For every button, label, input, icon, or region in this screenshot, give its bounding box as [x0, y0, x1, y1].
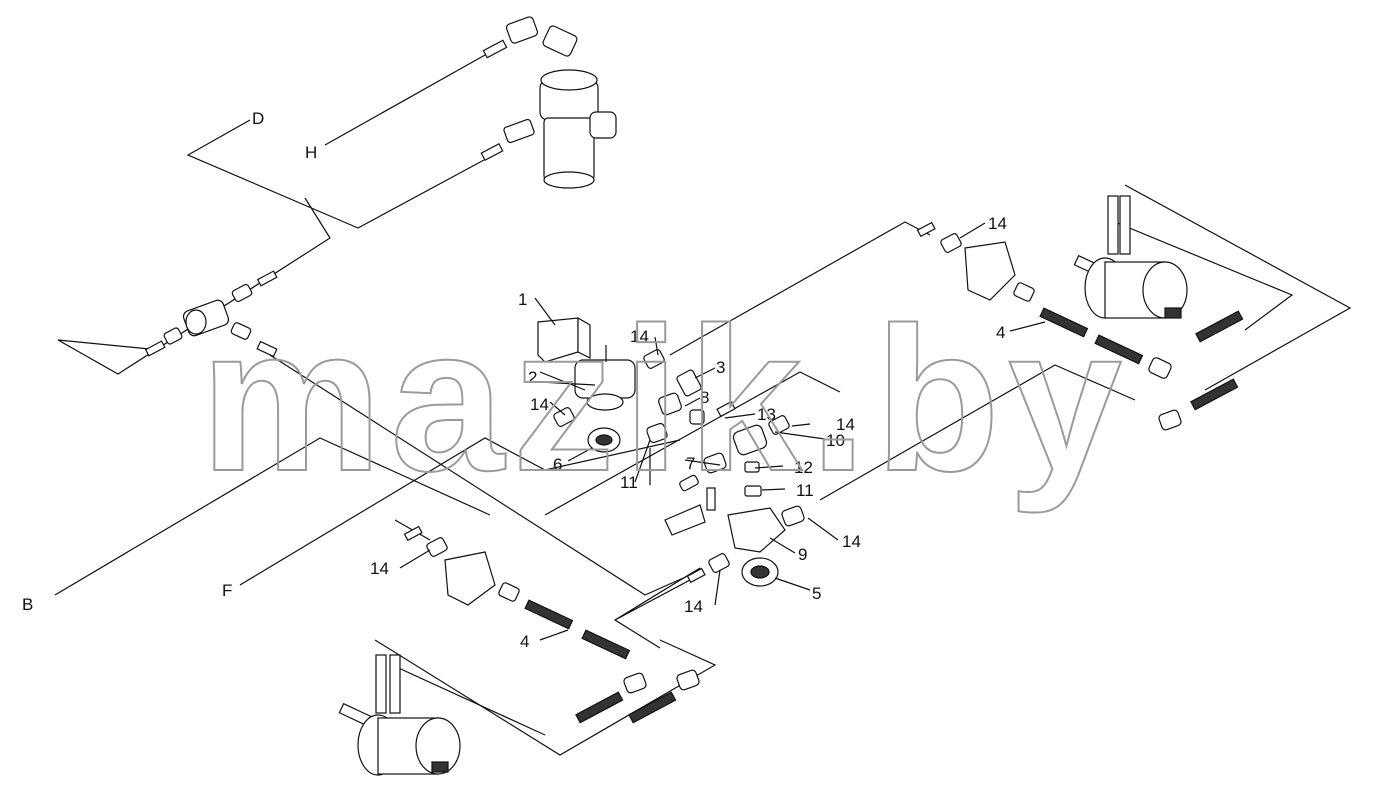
- callout-8: 8: [700, 388, 709, 407]
- letter-b: B: [22, 595, 33, 614]
- lower-center-valve: [686, 505, 805, 587]
- callout-14-a: 14: [630, 327, 649, 346]
- pipe-bottom-chamber-inner: [391, 664, 546, 736]
- callout-5: 5: [812, 584, 821, 603]
- pipe-d-loop: [186, 119, 485, 229]
- callout-14-g: 14: [684, 597, 703, 616]
- pipe-center-middle: [544, 371, 841, 516]
- callout-4-right: 4: [996, 323, 1005, 342]
- center-valve-cluster: [537, 316, 790, 536]
- left-lower-valve: [403, 525, 520, 606]
- watermark: mazik.by: [200, 285, 1130, 514]
- right-upper-valve: [916, 221, 1035, 302]
- callout-1: 1: [518, 290, 527, 309]
- callout-6: 6: [553, 455, 562, 474]
- pipe-right-lower: [819, 364, 1136, 501]
- callout-14-d: 14: [836, 415, 855, 434]
- pipe-letter-labels: B D F H: [22, 109, 317, 614]
- pipe-left-loop: [57, 197, 331, 375]
- hoses: [524, 307, 1244, 724]
- callout-9: 9: [798, 545, 807, 564]
- callout-numbers: 1 2 3 4 4 5 6 7 8 9 10 11 11 12 13 14 14…: [370, 214, 1007, 651]
- callout-11-right: 11: [796, 481, 814, 500]
- letter-d: D: [252, 109, 264, 128]
- right-brake-chamber: [1073, 195, 1188, 319]
- callout-3: 3: [716, 358, 725, 377]
- pipe-right-chamber-inner: [1109, 219, 1294, 331]
- callout-4-bottom: 4: [520, 632, 529, 651]
- leader-lines: [399, 222, 1046, 641]
- pipe-tee-to-bottom: [269, 354, 691, 596]
- callout-10: 10: [826, 431, 845, 450]
- pipe-b: [54, 437, 491, 596]
- bottom-brake-chamber: [338, 654, 461, 776]
- left-tee-fitting: [144, 270, 278, 358]
- letter-h: H: [305, 143, 317, 162]
- pipe-h: [324, 54, 486, 146]
- callout-12: 12: [794, 458, 813, 477]
- pipe-right-chamber-outer: [1124, 184, 1352, 391]
- top-valve-assembly: [480, 16, 617, 189]
- pipe-f: [239, 437, 681, 586]
- callout-14-f: 14: [370, 559, 389, 578]
- callout-2: 2: [528, 368, 537, 387]
- callout-14-b: 14: [530, 395, 549, 414]
- callout-11-left: 11: [620, 473, 638, 492]
- letter-f: F: [222, 581, 232, 600]
- callout-14-c: 14: [988, 214, 1007, 233]
- callout-14-e: 14: [842, 532, 861, 551]
- callout-7: 7: [686, 454, 695, 473]
- callout-13: 13: [757, 405, 776, 424]
